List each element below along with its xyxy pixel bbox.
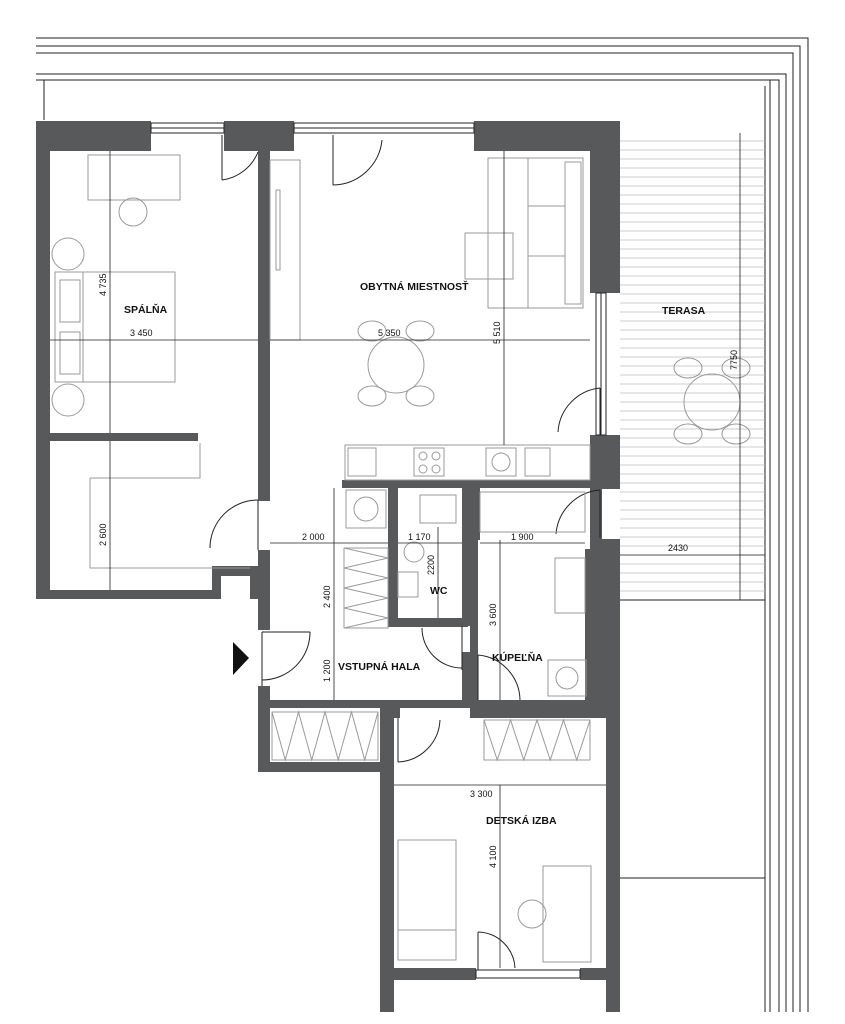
dim-kids-height: 4 100 <box>488 845 498 868</box>
dim-living-width: 5 350 <box>378 328 401 338</box>
dimension-lines <box>50 133 765 968</box>
dim-wc-width: 1 170 <box>408 532 431 542</box>
doors <box>209 135 601 970</box>
entrance-arrow-icon <box>233 642 249 675</box>
dim-terrace-width: 2430 <box>668 543 688 553</box>
wardrobe-hatching <box>271 547 591 762</box>
room-label-bathroom: KÚPEĽŇA <box>492 651 543 664</box>
room-label-wc: WC <box>430 585 448 597</box>
room-label-bedroom: SPÁLŇA <box>124 303 168 316</box>
room-label-kids-room: DETSKÁ IZBA <box>486 814 557 827</box>
room-label-terrace: TERASA <box>662 305 706 317</box>
dim-hall-width: 2 000 <box>302 532 325 542</box>
dim-bath-height: 3 600 <box>488 603 498 626</box>
dim-terrace-height: 7750 <box>729 350 739 370</box>
dim-bedroom-height: 4 735 <box>98 273 108 296</box>
furniture <box>51 154 751 963</box>
dim-bedroom-width: 3 450 <box>130 328 153 338</box>
dim-bedroom-lower: 2 600 <box>98 523 108 546</box>
dim-bath-width: 1 900 <box>511 532 534 542</box>
building-outline <box>36 37 809 1012</box>
room-label-hall: VSTUPNÁ HALA <box>338 660 421 673</box>
dim-hall-height: 2 400 <box>322 585 332 608</box>
dim-wc-height: 2200 <box>426 555 436 575</box>
room-label-living: OBYTNÁ MIESTNOSŤ <box>360 280 469 293</box>
walls <box>36 121 620 1012</box>
dim-living-height: 5 510 <box>492 321 502 344</box>
dim-kids-width: 3 300 <box>470 789 493 799</box>
windows <box>150 122 607 979</box>
dim-entry-height: 1 200 <box>322 659 332 682</box>
terrace-deck <box>620 140 765 592</box>
